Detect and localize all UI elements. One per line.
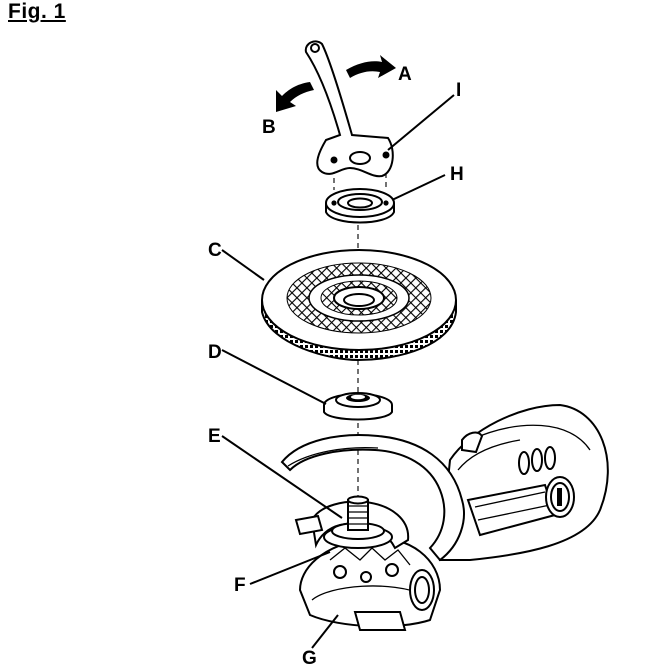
rotation-arrow-b-icon [276, 82, 314, 112]
callout-e: E [208, 426, 221, 447]
callout-f: F [234, 575, 246, 596]
rotation-arrow-a-icon [346, 55, 396, 78]
inner-flange [323, 392, 393, 421]
spindle [323, 495, 393, 549]
callout-a: A [398, 64, 412, 85]
callout-h: H [450, 164, 464, 185]
vent-slots-icon [518, 446, 556, 475]
callout-i: I [456, 80, 461, 101]
outer-flange-nut [325, 188, 395, 224]
grinder-body [298, 403, 609, 631]
callout-labels: A B C D E F G H I [208, 64, 464, 669]
grinding-wheel [261, 249, 457, 362]
figure-title: Fig. 1 [8, 0, 66, 23]
callout-b: B [262, 117, 276, 138]
callout-d: D [208, 342, 222, 363]
callout-c: C [208, 240, 222, 261]
leader-lines [221, 94, 455, 649]
callout-g: G [302, 648, 317, 669]
spanner-wrench [304, 40, 394, 178]
power-switch-icon [545, 476, 575, 518]
